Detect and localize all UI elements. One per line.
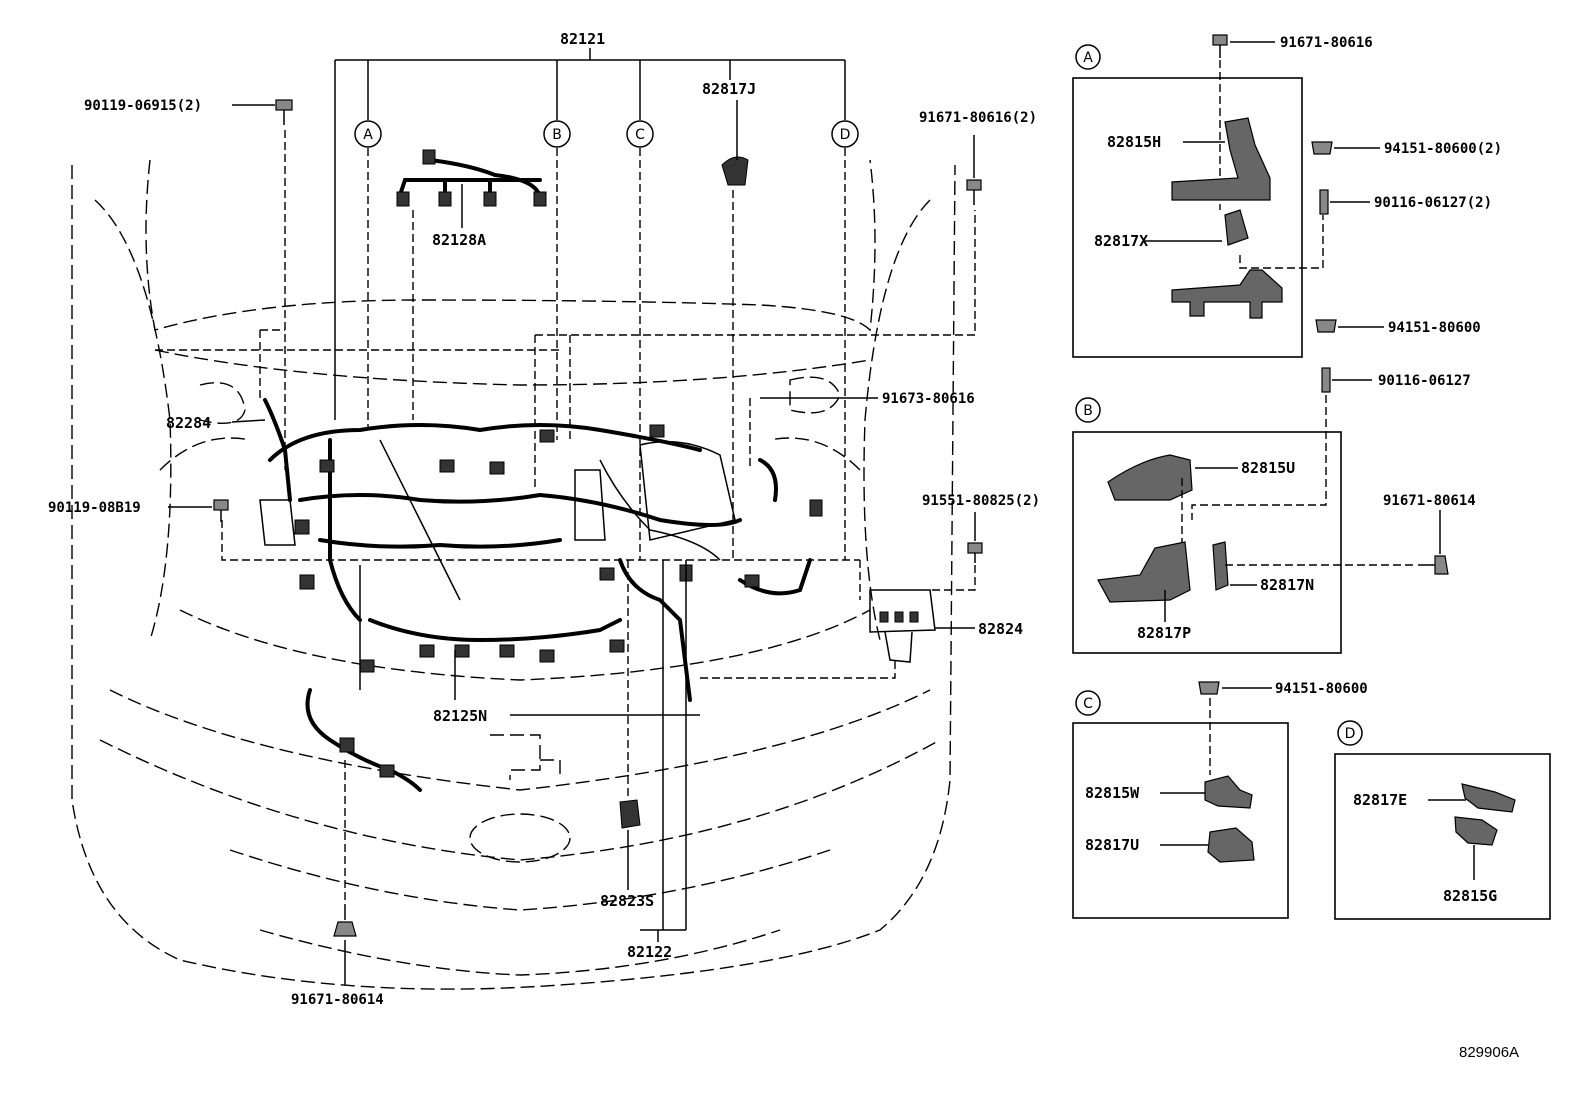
label-91671-80616-a: 91671-80616 [1280,35,1373,51]
label-82128a: 82128A [432,231,486,249]
detail-c: C 82815W 82817U 94151-80600 [1072,681,1368,919]
engine-bay-harness [259,398,823,792]
label-94151-80600-b: 94151-80600 [1388,320,1481,336]
internal-leaders [155,130,976,905]
label-82817x: 82817X [1094,232,1148,250]
label-82817p: 82817P [1137,624,1191,642]
detail-b: B 82815U 82817N 82817P [1072,397,1415,654]
svg-text:B: B [552,127,562,143]
label-82125n: 82125N [433,707,487,725]
label-82815h: 82815H [1107,133,1161,151]
label-82817e: 82817E [1353,791,1407,809]
label-90116-06127: 90116-06127 [1378,373,1471,389]
svg-text:A: A [1083,50,1093,66]
label-82815u: 82815U [1241,459,1295,477]
key-circle-d: D [831,120,859,148]
key-circle-a: A [354,120,382,148]
svg-text:A: A [363,127,373,143]
bolt-91671-80614-right: 91671-80614 [1383,493,1476,575]
label-82817u: 82817U [1085,836,1139,854]
key-circle-c: C [626,120,654,148]
relay-block-82824 [869,589,975,663]
label-91671-80614-right: 91671-80614 [1383,493,1476,509]
label-leaders [231,419,700,716]
bolt-91671-80614-bottom [333,905,357,985]
bracket-82122 [640,560,687,942]
label-82815g: 82815G [1443,887,1497,905]
label-82122: 82122 [627,943,672,961]
label-94151-80600-c: 94151-80600 [1275,681,1368,697]
label-82824: 82824 [978,620,1023,638]
label-90119-08b19: 90119-08B19 [48,500,141,516]
svg-text:C: C [1083,696,1093,712]
label-82817j: 82817J [702,80,756,98]
label-82817n: 82817N [1260,576,1314,594]
harness-82121-leader [334,48,846,560]
label-90116-06127-2: 90116-06127(2) [1374,195,1492,211]
label-82121: 82121 [560,30,605,48]
label-82815w: 82815W [1085,784,1140,802]
label-91671-80616-2: 91671-80616(2) [919,110,1037,126]
label-82284: 82284 [166,414,211,432]
connector-82823s [619,799,641,890]
key-circle-b: B [543,120,571,148]
vehicle-body-outline [71,159,956,990]
svg-text:C: C [635,127,645,143]
label-94151-80600-2: 94151-80600(2) [1384,141,1502,157]
label-82823s: 82823S [600,892,654,910]
bolt-91671-80616-2 [966,135,982,205]
svg-text:B: B [1083,403,1093,419]
fasteners-right-of-a: 94151-80600(2) 90116-06127(2) 94151-8060… [1191,141,1502,520]
bolt-91551-80825-2 [967,512,983,563]
detail-d: D 82817E 82815G [1334,720,1551,920]
label-91551-80825-2: 91551-80825(2) [922,493,1040,509]
figure-reference-code: 829906A [1459,1044,1519,1061]
bolt-90119-08b19 [168,499,229,522]
grommet-82817j [721,100,749,560]
injector-harness-82128a [396,149,547,420]
label-91673-80616: 91673-80616 [882,391,975,407]
svg-text:D: D [1345,726,1356,742]
svg-text:D: D [840,127,851,143]
label-91671-80614-bottom: 91671-80614 [291,992,384,1008]
detail-a: A 82815H 82817X 91671-80616 [1072,34,1373,358]
bolt-90119-06915 [232,99,293,125]
label-90119-06915: 90119-06915(2) [84,98,202,114]
